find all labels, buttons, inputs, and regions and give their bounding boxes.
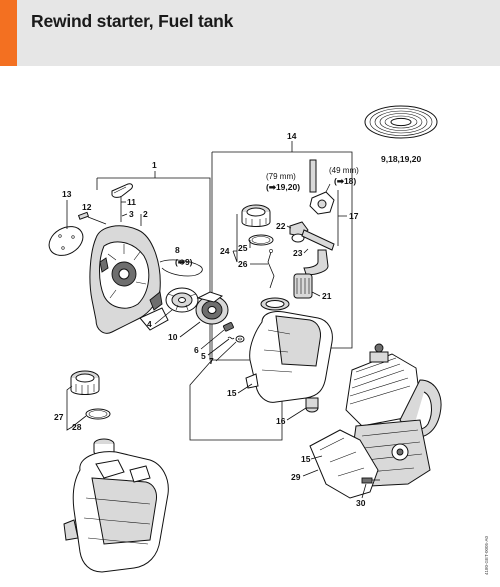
cover-plate-13: [48, 226, 84, 256]
callout-18-ref: (➡18): [334, 176, 356, 186]
retainer-26: [267, 249, 275, 289]
callout-5: 5: [201, 351, 206, 361]
callout-1: 1: [152, 160, 157, 170]
callout-27: 27: [54, 412, 64, 422]
callout-12: 12: [82, 202, 92, 212]
callout-28: 28: [72, 422, 82, 432]
fuel-tank: [245, 297, 333, 413]
pawl-6: [222, 322, 234, 332]
callout-25: 25: [238, 243, 248, 253]
callout-23: 23: [293, 248, 303, 258]
starter-grip: [111, 183, 133, 222]
header-bar: [0, 0, 500, 66]
callout-11: 11: [127, 197, 136, 207]
breather-valve-17: [309, 183, 335, 215]
callout-15a: 15: [227, 388, 237, 398]
callout-gasket: 9,18,19,20: [381, 154, 421, 164]
callout-21: 21: [322, 291, 332, 301]
callout-15b: 15: [301, 454, 311, 464]
fuel-hose-filter: [303, 249, 329, 275]
callout-4: 4: [147, 319, 152, 329]
note-79mm: (79 mm): [266, 172, 296, 181]
screw-12: [77, 211, 107, 225]
document-code: 4180-GET-0005-A0: [484, 535, 489, 575]
screw-30: [361, 477, 380, 484]
callout-24: 24: [220, 246, 230, 256]
callout-8: 8: [175, 245, 180, 255]
o-ring-28: [85, 408, 111, 420]
callout-26: 26: [238, 259, 248, 269]
callout-7: 7: [209, 356, 214, 366]
tank-cap-24: [241, 204, 271, 227]
callout-10: 10: [168, 332, 178, 342]
callout-9-ref: (➡9): [175, 257, 193, 267]
page-title: Rewind starter, Fuel tank: [31, 11, 234, 31]
accent-bar: [0, 0, 17, 66]
engine-assembly: [345, 343, 442, 487]
callout-22: 22: [276, 221, 286, 231]
callout-13: 13: [62, 189, 72, 199]
starter-housing: [89, 225, 169, 334]
o-ring-25: [248, 234, 274, 246]
note-49mm: (49 mm): [329, 166, 359, 175]
tank-housing-lower: [63, 438, 169, 573]
spring-5: [227, 336, 235, 340]
engine-cover-29: [309, 429, 379, 499]
callout-3: 3: [129, 209, 134, 219]
spring-housing: [195, 291, 229, 325]
fuel-filter-21: [293, 273, 313, 299]
starter-rope: [159, 259, 203, 277]
callout-30: 30: [356, 498, 366, 508]
callout-6: 6: [194, 345, 199, 355]
fuel-hose-79: [309, 159, 317, 193]
rope-rotor: [165, 287, 199, 313]
callout-16: 16: [276, 416, 286, 426]
washer-7: [235, 335, 245, 343]
callout-2: 2: [143, 209, 148, 219]
fuel-pickup-22: [289, 221, 335, 251]
gasket-sheet: [364, 105, 438, 139]
callout-19-20-ref: (➡19,20): [266, 182, 300, 192]
assembly-bracket-1: [96, 171, 260, 361]
callout-29: 29: [291, 472, 301, 482]
tank-cap-27: [70, 370, 100, 395]
callout-17: 17: [349, 211, 359, 221]
callout-14: 14: [287, 131, 297, 141]
